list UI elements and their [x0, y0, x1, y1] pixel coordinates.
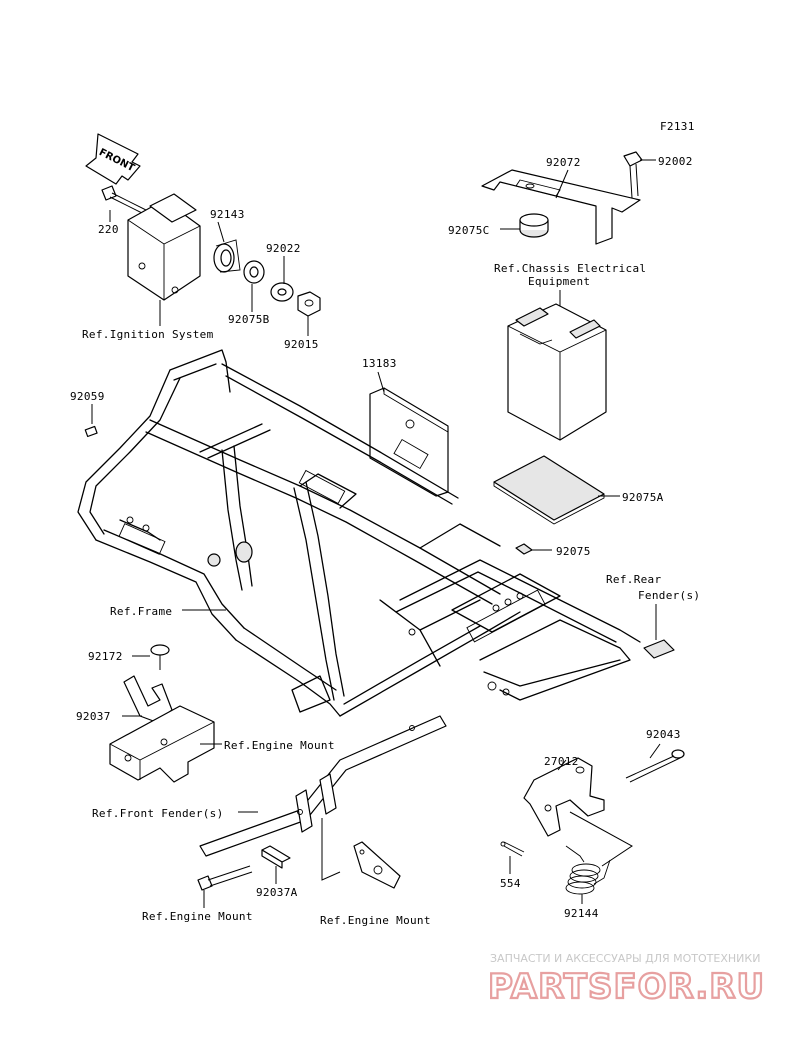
leader-92144: [569, 811, 633, 867]
leader-92143: [217, 221, 225, 243]
front-arrow-icon: FRONT: [85, 133, 141, 185]
label-92015: 92015: [284, 338, 319, 351]
label-92002: 92002: [658, 155, 693, 168]
pad-92075-icon: [515, 543, 533, 555]
clamp-92037A-icon: [261, 845, 291, 869]
clamp-92037-icon: [123, 675, 173, 723]
bracket-27012-icon: [523, 757, 605, 837]
label-92144: 92144: [564, 907, 599, 920]
leader-27012: [557, 759, 567, 771]
label-92022: 92022: [266, 242, 301, 255]
label-ref-front-fender: Ref.Front Fender(s): [92, 807, 224, 820]
label-27012: 27012: [544, 755, 579, 768]
watermark-brand-logo: PARTSFOR.RU: [488, 967, 765, 1007]
label-92075B: 92075B: [228, 313, 270, 326]
ignition-unit-icon: [127, 193, 201, 301]
label-554: 554: [500, 877, 521, 890]
label-ref-rear-1: Ref.Rear: [606, 573, 661, 586]
label-92075A: 92075A: [622, 491, 664, 504]
engine-mount-plate-icon: [353, 841, 401, 889]
leader-engine-mount-3: [321, 818, 341, 881]
bolt-92059-icon: [84, 425, 98, 438]
label-ref-engine-mount-3: Ref.Engine Mount: [320, 914, 431, 927]
label-92043: 92043: [646, 728, 681, 741]
label-ref-ignition: Ref.Ignition System: [82, 328, 214, 341]
watermark-subtitle: ЗАПЧАСТИ И АКСЕССУАРЫ ДЛЯ МОТОТЕХНИКИ: [490, 952, 760, 965]
rear-fender-tab-icon: [643, 639, 675, 659]
front-fender-bracket-icon: [199, 715, 447, 857]
collar-92075B-icon: [243, 260, 265, 284]
grommet-92143-icon: [213, 239, 241, 273]
label-92143: 92143: [210, 208, 245, 221]
battery-icon: [507, 303, 607, 441]
pin-92043-icon: [625, 749, 685, 783]
leader-13183: [377, 371, 385, 393]
label-92059: 92059: [70, 390, 105, 403]
frame-icon: [77, 349, 641, 717]
figure-code: F2131: [660, 120, 695, 133]
label-ref-engine-mount-1: Ref.Engine Mount: [224, 739, 335, 752]
label-92172: 92172: [88, 650, 123, 663]
pad-92075A-icon: [493, 455, 605, 525]
bolt-92172-icon: [150, 644, 170, 670]
label-92072: 92072: [546, 156, 581, 169]
leader-92043: [649, 743, 661, 759]
cotter-pin-554-icon: [500, 841, 525, 857]
label-220: 220: [98, 223, 119, 236]
label-92075: 92075: [556, 545, 591, 558]
label-92037: 92037: [76, 710, 111, 723]
label-92075C: 92075C: [448, 224, 490, 237]
pad-92075C-icon: [519, 213, 549, 238]
bolt-92002-icon: [623, 151, 643, 199]
bolt-engine-mount-icon: [197, 865, 253, 891]
label-ref-chassis-2: Equipment: [528, 275, 590, 288]
engine-mount-bracket-icon: [109, 705, 215, 783]
cover-13183-icon: [369, 387, 449, 497]
label-ref-chassis-1: Ref.Chassis Electrical: [494, 262, 646, 275]
spring-92144-icon: [565, 845, 611, 895]
label-13183: 13183: [362, 357, 397, 370]
washer-92022-icon: [270, 282, 294, 302]
label-ref-frame: Ref.Frame: [110, 605, 172, 618]
label-ref-engine-mount-2: Ref.Engine Mount: [142, 910, 253, 923]
label-92037A: 92037A: [256, 886, 298, 899]
leader-92072: [555, 169, 569, 199]
nut-92015-icon: [297, 291, 321, 317]
bracket-92072-icon: [481, 169, 641, 245]
label-ref-rear-2: Fender(s): [638, 589, 700, 602]
